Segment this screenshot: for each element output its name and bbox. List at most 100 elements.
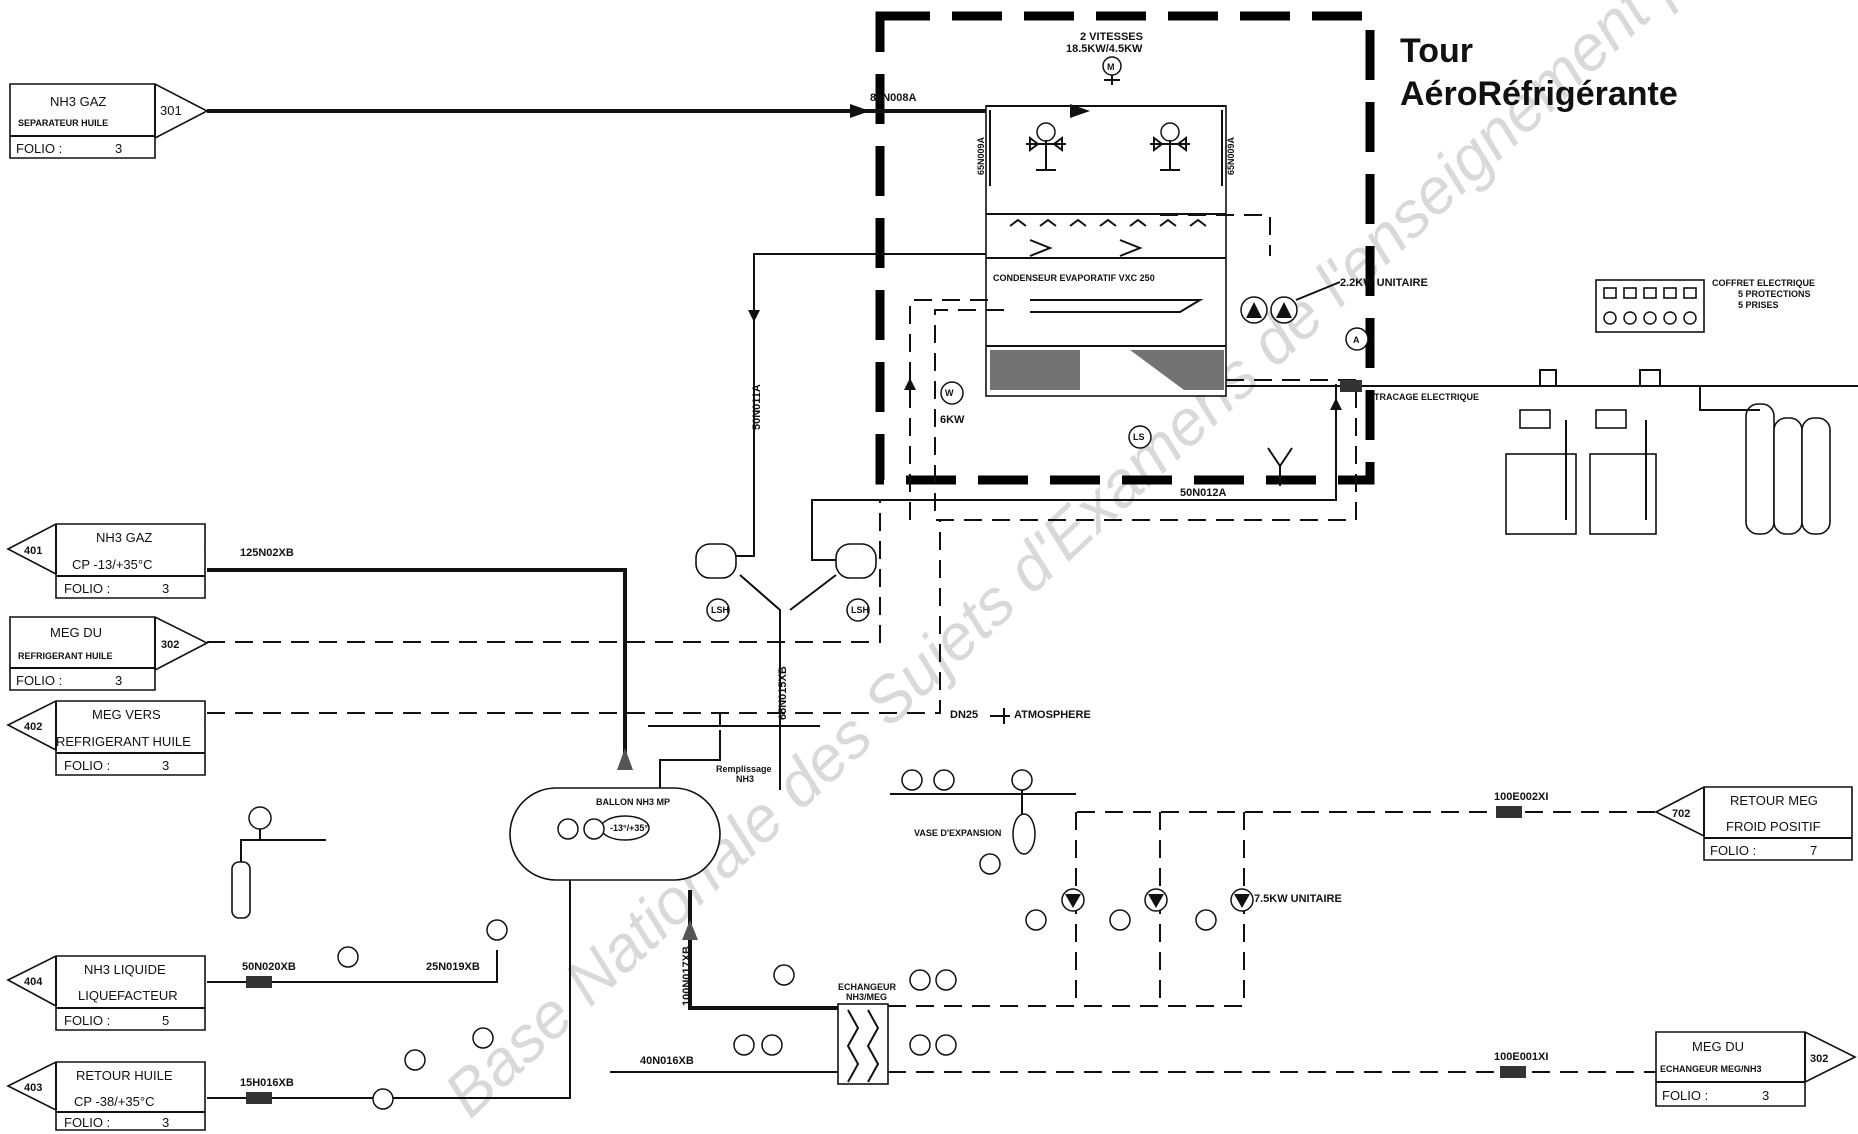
ballon-label-2: -13°/+35° <box>610 823 648 833</box>
connector-403-folio: 3 <box>162 1115 169 1130</box>
heater-icon: W <box>940 381 964 405</box>
remplissage-label-2: NH3 <box>736 774 754 784</box>
auxiliary-tanks <box>1505 369 1831 535</box>
connector-302-left-line2: REFRIGERANT HUILE <box>18 651 113 661</box>
line-65N009A-right: 65N009A <box>1226 136 1236 175</box>
condenser-body <box>985 105 1227 397</box>
connector-301-id: 301 <box>160 103 182 118</box>
spray-nozzles <box>1009 218 1207 313</box>
connector-702-line2: FROID POSITIF <box>1726 819 1821 834</box>
connector-302-left-id: 302 <box>161 639 179 651</box>
line-65N015XB: 65N015XB <box>777 666 789 720</box>
connector-403: 403 RETOUR HUILE CP -38/+35°C FOLIO : 3 <box>6 1061 206 1131</box>
heater-power-label: 6KW <box>940 414 965 426</box>
connector-702-folio-label: FOLIO : <box>1710 843 1756 858</box>
line-50N012A: 50N012A <box>1180 487 1227 499</box>
spray-pumps-icon <box>1240 296 1298 324</box>
oil-separator-right: LSH <box>835 543 877 622</box>
line-40N016XB: 40N016XB <box>640 1055 694 1067</box>
line-50N011A: 50N011A <box>751 384 763 430</box>
connector-403-id: 403 <box>24 1082 42 1094</box>
pipe-50N011A <box>753 253 986 540</box>
line-80N008A: 80N008A <box>870 92 917 104</box>
svg-text:W: W <box>945 388 954 398</box>
svg-text:M: M <box>1107 62 1115 72</box>
connector-301-folio: 3 <box>115 141 122 156</box>
nh3-receiver-tank <box>509 787 721 881</box>
electrical-cabinet <box>1595 279 1705 333</box>
connector-402-id: 402 <box>24 721 42 733</box>
connector-403-folio-label: FOLIO : <box>64 1115 110 1130</box>
connector-702-folio: 7 <box>1810 843 1817 858</box>
connector-301: 301 NH3 GAZ SEPARATEUR HUILE FOLIO : 3 <box>9 83 209 159</box>
connector-404-folio: 5 <box>162 1013 169 1028</box>
connector-402-folio: 3 <box>162 758 169 773</box>
tracage-label: TRACAGE ELECTRIQUE <box>1374 392 1479 402</box>
connector-302-left-line1: MEG DU <box>50 625 102 640</box>
exchanger-label-1: ECHANGEUR <box>838 982 897 992</box>
connector-302-right-line2: ECHANGEUR MEG/NH3 <box>1660 1064 1762 1074</box>
line-65N009A-left: 65N009A <box>976 136 986 175</box>
connector-302-right-line1: MEG DU <box>1692 1039 1744 1054</box>
connector-302-right-folio: 3 <box>1762 1088 1769 1103</box>
connector-302-right-folio-label: FOLIO : <box>1662 1088 1708 1103</box>
fan-speeds-label: 2 VITESSES <box>1080 31 1143 43</box>
dn25-label: DN25 <box>950 709 978 721</box>
header-valve-right <box>1150 122 1190 171</box>
connector-702-line1: RETOUR MEG <box>1730 793 1818 808</box>
connector-702: 702 RETOUR MEG FROID POSITIF FOLIO : 7 <box>1654 786 1853 861</box>
connector-404-id: 404 <box>24 976 43 988</box>
connector-302-left: 302 MEG DU REFRIGERANT HUILE FOLIO : 3 <box>9 616 209 691</box>
vase-label: VASE D'EXPANSION <box>914 828 1001 838</box>
cooling-tower-boundary <box>875 11 1375 485</box>
coffret-label-1: COFFRET ELECTRIQUE <box>1712 278 1815 288</box>
connector-401-folio-label: FOLIO : <box>64 581 110 596</box>
connector-404-line2: LIQUEFACTEUR <box>78 988 178 1003</box>
connector-401: 401 NH3 GAZ CP -13/+35°C FOLIO : 3 <box>6 523 206 599</box>
connector-403-line1: RETOUR HUILE <box>76 1068 173 1083</box>
connector-402-line1: MEG VERS <box>92 707 161 722</box>
connector-702-id: 702 <box>1672 808 1690 820</box>
connector-302-left-folio-label: FOLIO : <box>16 673 62 688</box>
line-15H016XB: 15H016XB <box>240 1077 294 1089</box>
svg-text:LSH: LSH <box>851 605 869 615</box>
exchanger-label-2: NH3/MEG <box>846 992 887 1002</box>
coffret-label-2: 5 PROTECTIONS <box>1738 289 1811 299</box>
remplissage-label-1: Remplissage <box>716 764 772 774</box>
expansion-vessel <box>890 769 1076 875</box>
ballon-label-1: BALLON NH3 MP <box>596 797 670 807</box>
svg-text:LS: LS <box>1133 432 1145 442</box>
connector-402-line2: REFRIGERANT HUILE <box>56 734 191 749</box>
fan-motor-icon: M <box>1102 56 1122 85</box>
tower-title-line2: AéroRéfrigérante <box>1400 75 1678 113</box>
line-25N019XB: 25N019XB <box>426 961 480 973</box>
connector-402: 402 MEG VERS REFRIGERANT HUILE FOLIO : 3 <box>6 700 206 776</box>
line-100E001XI: 100E001XI <box>1494 1051 1548 1063</box>
meg-nh3-exchanger <box>837 1003 889 1085</box>
level-indicator-icon: LS <box>1128 425 1152 449</box>
svg-text:LSH: LSH <box>711 605 729 615</box>
meg-pump-power-label: 7.5KW UNITAIRE <box>1254 893 1342 905</box>
connector-301-line1: NH3 GAZ <box>50 94 106 109</box>
pump-power-label: 2.2KW UNITAIRE <box>1340 277 1428 289</box>
connector-302-left-folio: 3 <box>115 673 122 688</box>
connector-401-folio: 3 <box>162 581 169 596</box>
connector-404-line1: NH3 LIQUIDE <box>84 962 166 977</box>
line-100N017XB: 100N017XB <box>681 946 693 1006</box>
line-125N02XB: 125N02XB <box>240 547 294 559</box>
line-50N020XB: 50N020XB <box>242 961 296 973</box>
meg-pumps-icon <box>1025 888 1254 931</box>
connector-301-folio-label: FOLIO : <box>16 141 62 156</box>
fan-power-label: 18.5KW/4.5KW <box>1066 43 1143 55</box>
connector-404: 404 NH3 LIQUIDE LIQUEFACTEUR FOLIO : 5 <box>6 955 206 1031</box>
basin-fill <box>990 350 1224 390</box>
connector-403-line2: CP -38/+35°C <box>74 1094 154 1109</box>
connector-401-line2: CP -13/+35°C <box>72 557 152 572</box>
gas-cylinder-icon <box>231 806 326 919</box>
condenser-label: CONDENSEUR EVAPORATIF VXC 250 <box>993 273 1155 283</box>
tower-title-line1: Tour <box>1400 32 1473 70</box>
pipe-125N02XB <box>207 568 627 770</box>
drain-icon <box>1267 447 1293 486</box>
connector-301-line2: SEPARATEUR HUILE <box>18 118 108 128</box>
